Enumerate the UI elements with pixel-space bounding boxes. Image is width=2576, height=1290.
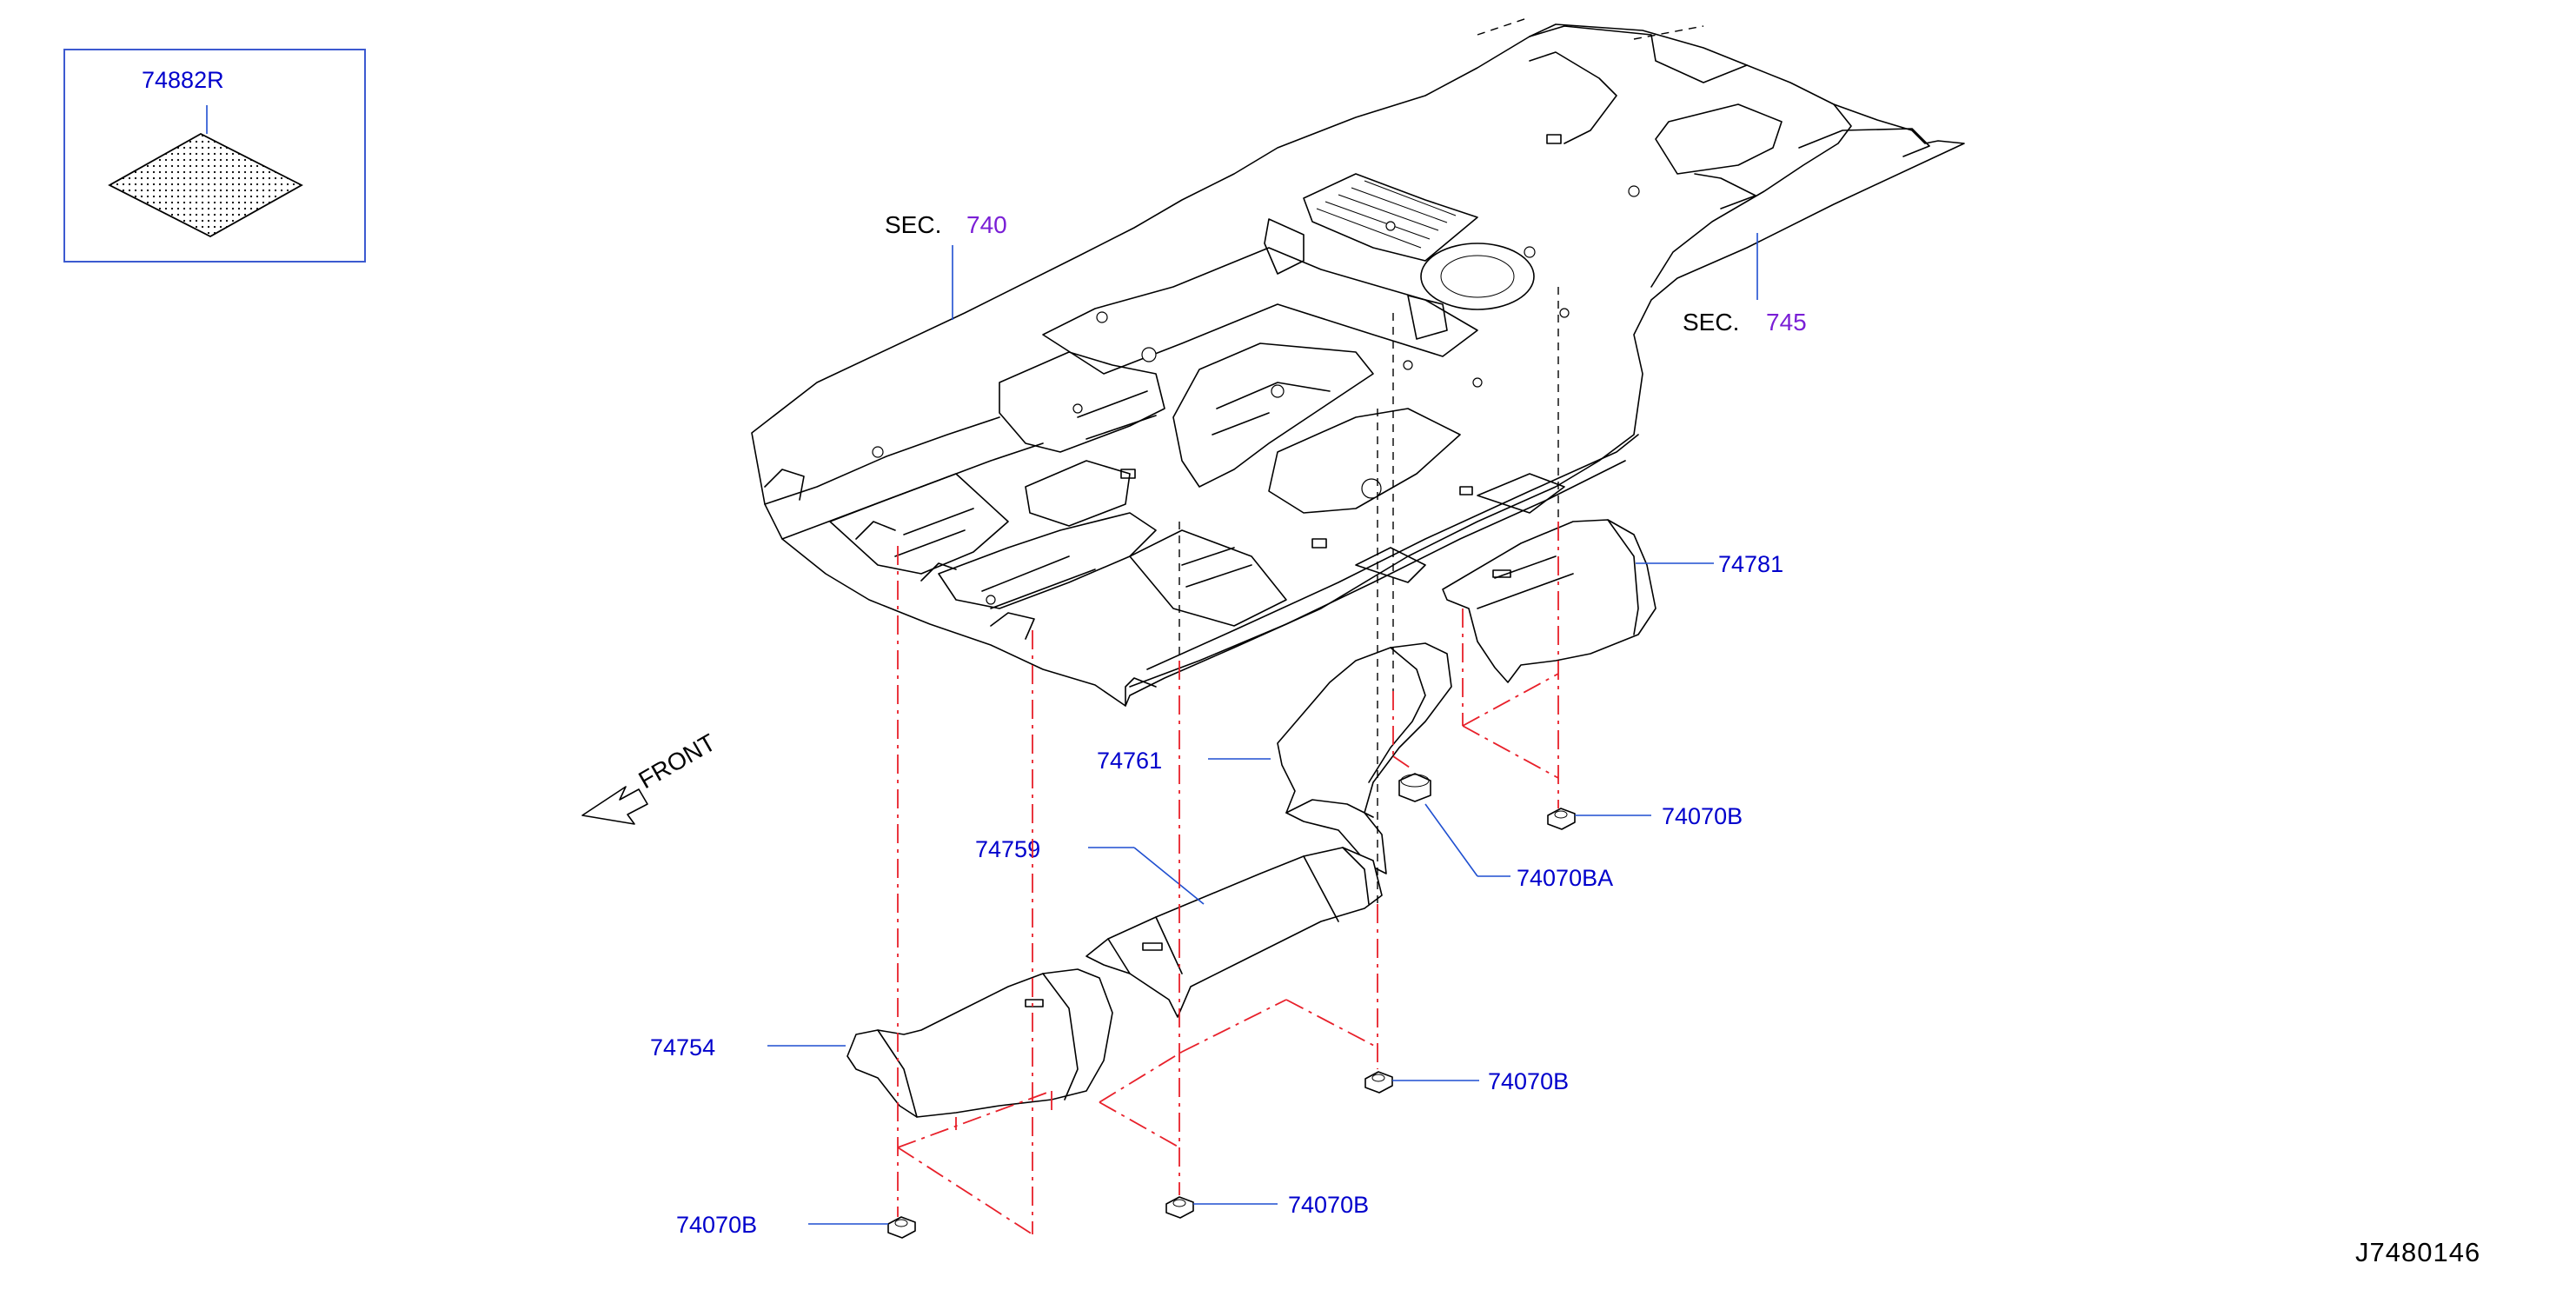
floor-mat-icon bbox=[108, 132, 303, 238]
part-label-74070b-right[interactable]: 74070B bbox=[1662, 803, 1743, 829]
clip-icon bbox=[1547, 808, 1576, 830]
clip-74070b-right bbox=[1547, 808, 1576, 830]
section-ref-740: SEC. 740 bbox=[885, 211, 1007, 320]
part-label-74754[interactable]: 74754 bbox=[650, 1034, 715, 1061]
part-label-74070b-mid[interactable]: 74070B bbox=[1488, 1068, 1569, 1094]
inset-part-label[interactable]: 74882R bbox=[142, 67, 224, 93]
insulator-74761 bbox=[1277, 642, 1452, 874]
clip-74070b-center bbox=[1165, 1196, 1194, 1219]
section-number[interactable]: 745 bbox=[1766, 309, 1807, 336]
section-number[interactable]: 740 bbox=[966, 211, 1007, 238]
clip-icon bbox=[1165, 1196, 1194, 1219]
part-label-74781[interactable]: 74781 bbox=[1718, 551, 1783, 577]
front-label: FRONT bbox=[634, 728, 720, 794]
diagram-reference-code: J7480146 bbox=[2355, 1237, 2480, 1267]
part-label-74070b-left[interactable]: 74070B bbox=[676, 1212, 757, 1238]
clip-74070b-mid bbox=[1364, 1071, 1393, 1094]
clip-74070ba bbox=[1398, 773, 1431, 802]
part-label-74070b-center[interactable]: 74070B bbox=[1288, 1192, 1369, 1218]
insulator-74754 bbox=[846, 968, 1113, 1118]
inset-frame bbox=[63, 49, 366, 263]
clip-74070b-left bbox=[887, 1216, 916, 1239]
floor-pan-body bbox=[751, 17, 1965, 707]
front-arrow-icon bbox=[581, 786, 648, 825]
clip-icon bbox=[887, 1216, 916, 1239]
hidden-guide-lines bbox=[1178, 287, 1559, 904]
part-label-74070ba[interactable]: 74070BA bbox=[1517, 865, 1613, 891]
section-ref-745: SEC. 745 bbox=[1683, 233, 1807, 336]
front-direction-indicator: FRONT bbox=[581, 728, 720, 825]
inset-panel: 74882R bbox=[63, 49, 366, 263]
clip-icon bbox=[1364, 1071, 1393, 1094]
section-prefix: SEC. bbox=[1683, 309, 1739, 336]
part-label-74759[interactable]: 74759 bbox=[975, 836, 1040, 862]
insulator-74781 bbox=[1442, 519, 1656, 683]
insulator-74759 bbox=[1086, 847, 1383, 1018]
part-label-74761[interactable]: 74761 bbox=[1097, 748, 1162, 774]
section-prefix: SEC. bbox=[885, 211, 941, 238]
grommet-icon bbox=[1398, 773, 1431, 802]
installation-guide-lines bbox=[897, 522, 1559, 1235]
